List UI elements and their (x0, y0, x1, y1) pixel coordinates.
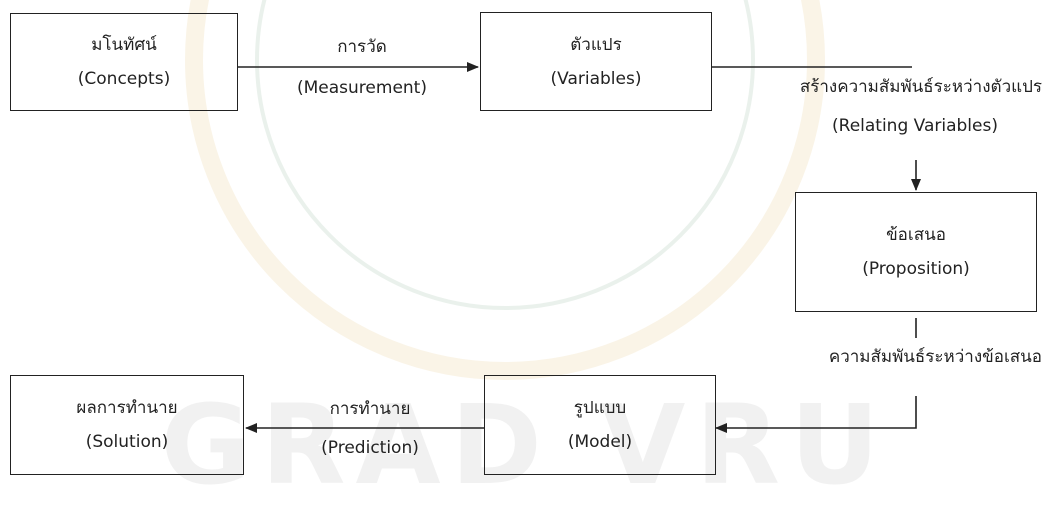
concepts-english-label: (Concepts) (77, 69, 171, 89)
solution-english-label: (Solution) (85, 432, 169, 452)
model-english-label: (Model) (567, 432, 633, 452)
solution-thai-label: ผลการทำนาย (76, 398, 178, 418)
prediction-thai-label: การทำนาย (329, 399, 411, 419)
variables-thai-label: ตัวแปร (570, 34, 622, 55)
concepts-thai-label: มโนทัศน์ (91, 35, 157, 55)
relating-thai-label: สร้างความสัมพันธ์ระหว่างตัวแปร (799, 77, 1042, 97)
variables-box: ตัวแปร (Variables) (480, 12, 712, 111)
connectors (238, 62, 921, 433)
concepts-box: มโนทัศน์ (Concepts) (10, 13, 238, 111)
proposition-english-label: (Proposition) (862, 259, 970, 279)
proposition-box: ข้อเสนอ (Proposition) (795, 192, 1037, 312)
model-box: รูปแบบ (Model) (484, 375, 716, 475)
solution-box: ผลการทำนาย (Solution) (10, 375, 244, 475)
arrow-to-model (715, 396, 917, 433)
measurement-english-label: (Measurement) (297, 78, 427, 98)
prediction-english-label: (Prediction) (321, 438, 419, 458)
variables-english-label: (Variables) (550, 68, 642, 89)
model-thai-label: รูปแบบ (573, 398, 627, 418)
relating-english-label: (Relating Variables) (832, 116, 998, 136)
proposition-thai-label: ข้อเสนอ (886, 225, 946, 245)
relation-between-propositions-label: ความสัมพันธ์ระหว่างข้อเสนอ (828, 347, 1042, 367)
measurement-thai-label: การวัด (337, 37, 387, 57)
